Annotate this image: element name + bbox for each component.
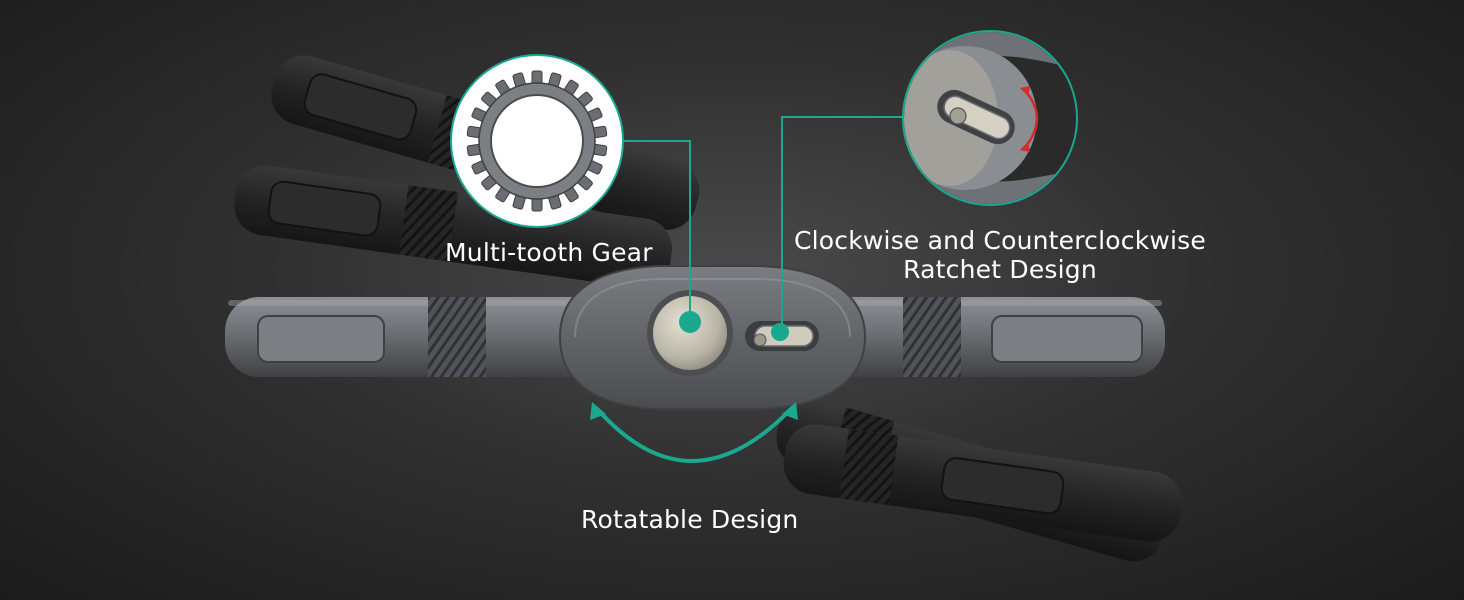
multi-tooth-gear-label: Multi-tooth Gear	[445, 238, 653, 267]
rotatable-design-label: Rotatable Design	[581, 505, 799, 534]
ratchet-label-line1: Clockwise and Counterclockwise	[793, 226, 1206, 255]
gear-icon	[466, 70, 608, 212]
leader-lines	[622, 116, 904, 332]
ratchet-design-label: Clockwise and Counterclockwise Ratchet D…	[780, 226, 1220, 284]
gear-callout	[450, 54, 624, 228]
ratchet-label-line2: Ratchet Design	[903, 255, 1097, 284]
ratchet-switch-icon	[904, 32, 1076, 204]
ratchet-marker-dot	[771, 323, 789, 341]
ratchet-callout	[902, 30, 1078, 206]
tap-wrench	[225, 265, 1165, 410]
rotation-arrow-icon	[590, 402, 798, 463]
background-handle-lower	[776, 397, 1182, 562]
